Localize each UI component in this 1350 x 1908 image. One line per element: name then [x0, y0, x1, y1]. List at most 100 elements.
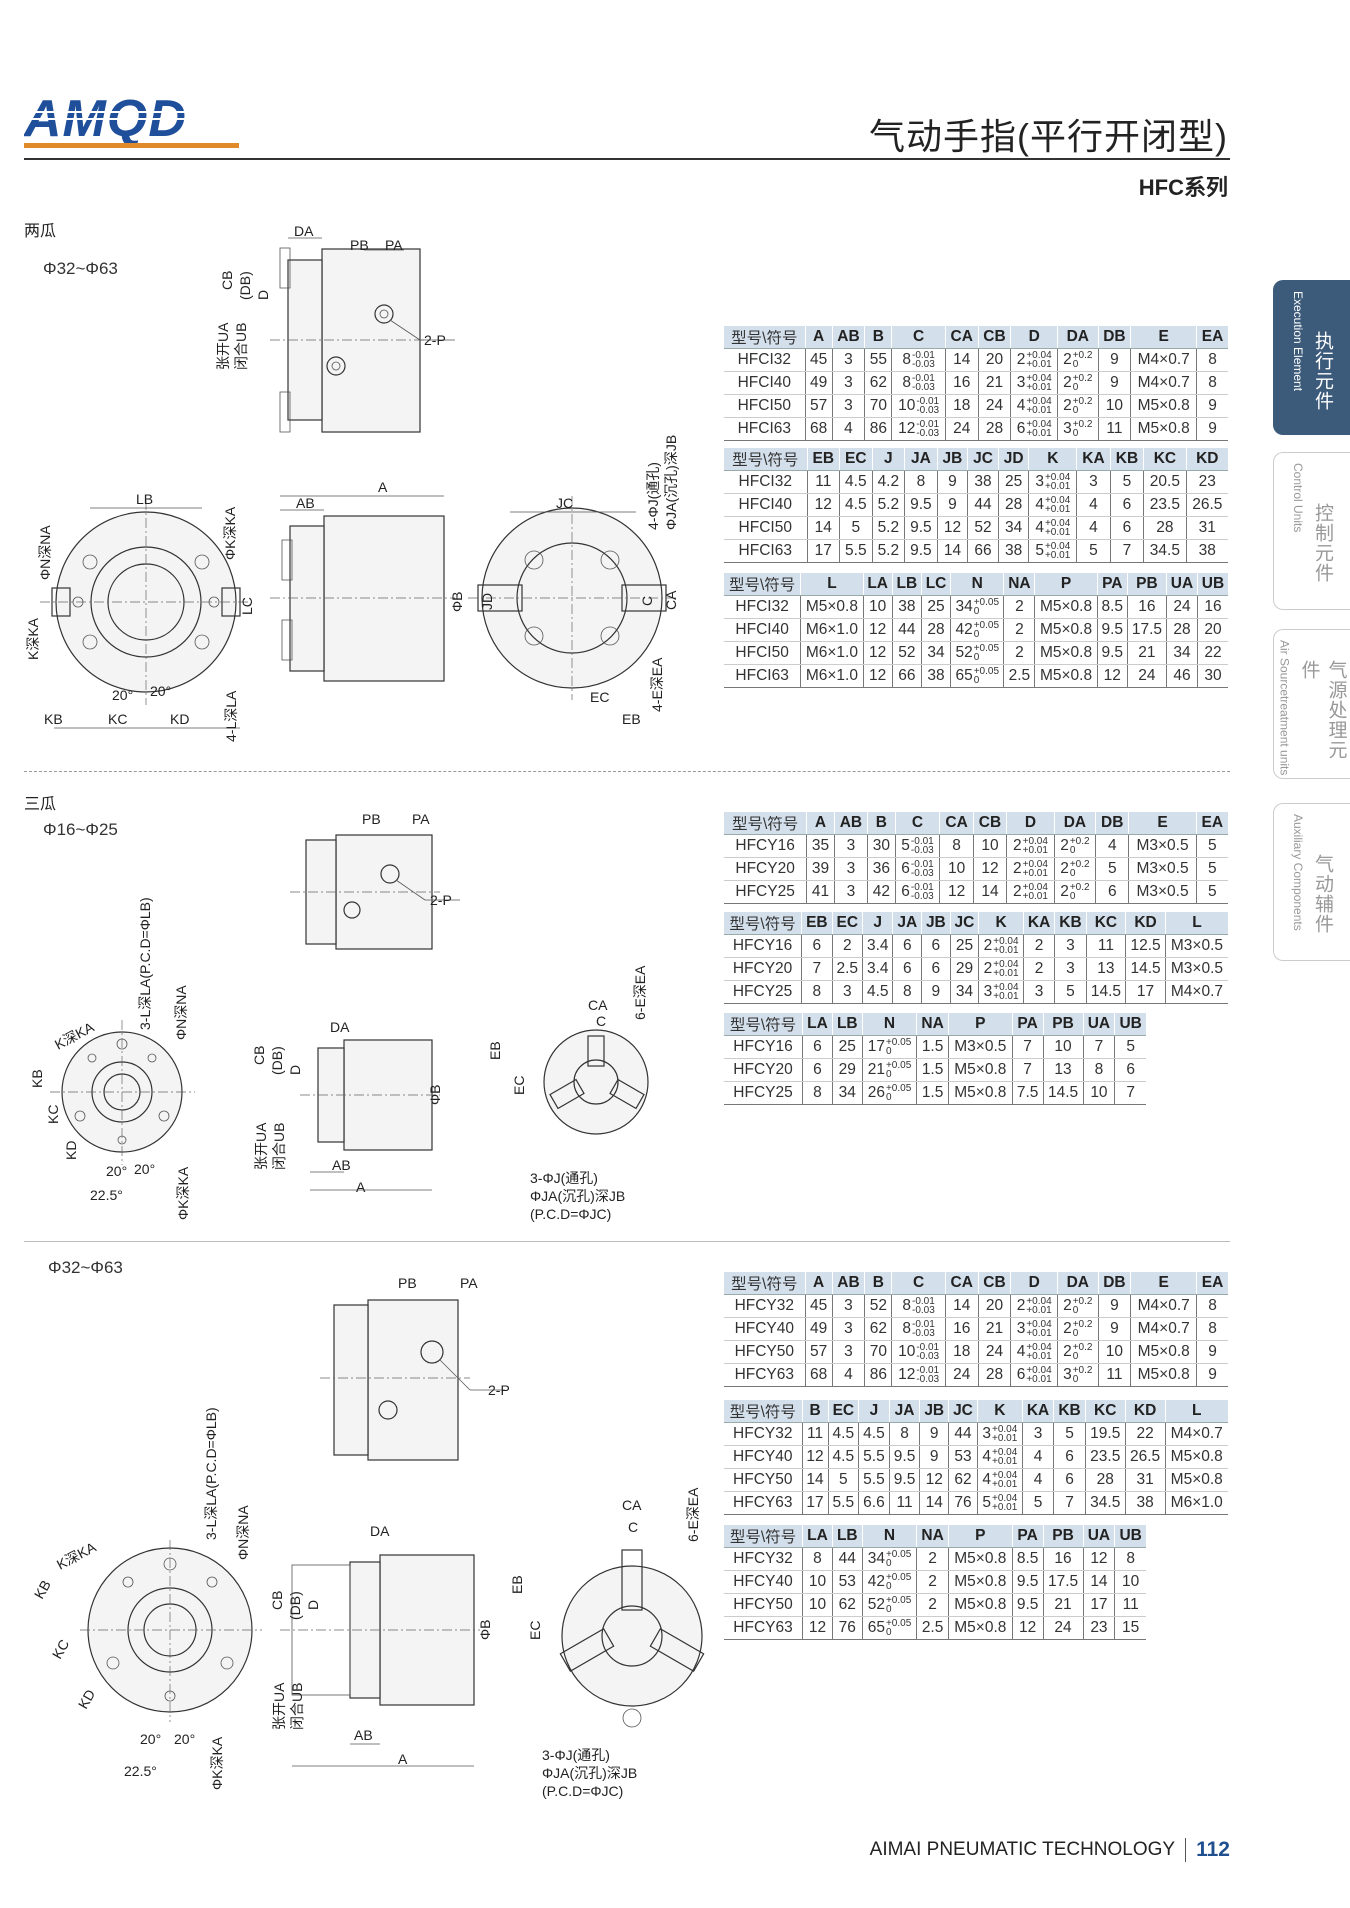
value-cell: 5 — [839, 516, 873, 540]
nominal-value: 4 — [1016, 397, 1026, 415]
value-cell: 9.5 — [1011, 1570, 1044, 1594]
side-tab-air-source-treatment[interactable]: Air Sourcetreatment units 气源处理元件 — [1273, 629, 1350, 779]
column-header: KB — [1109, 448, 1144, 471]
column-header: B — [864, 326, 892, 349]
value-cell: 3+0.04+0.01 — [976, 1422, 1023, 1446]
value-cell: 4 — [831, 417, 865, 441]
value-cell: 12-0.01-0.03 — [891, 1363, 946, 1387]
column-header: KD — [1124, 1400, 1165, 1423]
value-cell: 8-0.01-0.03 — [891, 1294, 946, 1318]
lower-tolerance: -0.03 — [912, 381, 935, 393]
tolerance: +0.04+0.01 — [993, 936, 1018, 955]
value-cell: 5 — [1054, 980, 1087, 1004]
model-cell: HFCY32 — [724, 1547, 803, 1571]
value-cell: 11 — [1114, 1593, 1146, 1617]
tolerance: +0.04+0.01 — [1045, 541, 1070, 560]
value-cell: 10 — [1097, 1340, 1131, 1364]
nominal-value: 2 — [1063, 1297, 1072, 1315]
value-cell: 7 — [1082, 1035, 1115, 1059]
value-cell: 1.5 — [916, 1081, 949, 1105]
nominal-value: 3 — [1016, 374, 1026, 392]
value-cell: 34 — [920, 641, 951, 665]
dimension-label: 4-ΦJ(通孔) — [645, 462, 661, 530]
column-header: LA — [802, 1525, 833, 1548]
dimension-label: (P.C.D=ΦJC) — [530, 1206, 611, 1222]
tolerance: +0.04+0.01 — [1026, 350, 1051, 369]
column-header: C — [894, 812, 940, 835]
value-cell: 31 — [1124, 1468, 1165, 1492]
three-jaw-small-side-view: DA CB (DB) D 张开UA 闭合UB AB A ΦB — [251, 1019, 443, 1195]
dimension-label: 2-P — [488, 1382, 510, 1398]
lower-tolerance: -0.03 — [916, 1373, 940, 1385]
lower-tolerance: +0.01 — [1022, 844, 1048, 856]
lower-tolerance: +0.01 — [1022, 890, 1048, 902]
value-cell: 2 — [916, 1593, 949, 1617]
value-cell: 41 — [806, 880, 835, 904]
upper-tolerance: +0.05 — [973, 596, 1000, 608]
value-cell: 13 — [1085, 957, 1126, 981]
value-cell: 28 — [977, 1363, 1011, 1387]
nominal-value: 6 — [1016, 420, 1026, 438]
value-cell: 45 — [804, 348, 833, 372]
dimension-label: EC — [511, 1076, 527, 1095]
value-cell: 53 — [831, 1570, 863, 1594]
upper-tolerance: +0.04 — [993, 981, 1019, 993]
value-cell: 38 — [1124, 1491, 1165, 1515]
column-header: PA — [1011, 1013, 1044, 1036]
model-cell: HFCY25 — [724, 880, 807, 904]
value-cell: 8-0.01-0.03 — [891, 348, 946, 372]
value-cell: 10 — [939, 857, 974, 881]
model-cell: HFCY32 — [724, 1294, 806, 1318]
value-cell: 11 — [1085, 934, 1126, 958]
value-cell: 7 — [1053, 1491, 1086, 1515]
nominal-value: 5 — [1035, 542, 1044, 560]
model-cell: HFCY20 — [724, 957, 802, 981]
dimension-label: C — [639, 596, 655, 606]
value-cell: 8 — [801, 980, 833, 1004]
value-cell: M4×0.7 — [1130, 348, 1197, 372]
column-header: JB — [936, 448, 968, 471]
side-tab-auxiliary-components[interactable]: Auxiliary Components 气动辅件 — [1273, 803, 1350, 961]
section-label-three-jaw: 三瓜 — [24, 796, 57, 813]
value-cell: M5×0.8 — [800, 595, 864, 619]
column-header: 型号\符号 — [724, 812, 807, 835]
value-cell: 62 — [831, 1593, 863, 1617]
lower-tolerance: -0.03 — [912, 1304, 935, 1316]
model-cell: HFCY50 — [724, 1593, 803, 1617]
page-title: 气动手指(平行开闭型) — [869, 116, 1228, 157]
nominal-value: 2 — [1060, 837, 1069, 855]
three-jaw-large-side-view: DA CB (DB) D 张开UA 闭合UB AB A ΦB — [269, 1523, 493, 1767]
side-tab-execution-element[interactable]: Execution Element 执行元件 — [1273, 280, 1350, 435]
value-cell: 44 — [967, 493, 999, 517]
nominal-value: 2 — [983, 937, 993, 955]
value-cell: 9 — [1196, 394, 1228, 418]
value-cell: M5×0.8 — [1130, 417, 1197, 441]
value-cell: 16 — [1042, 1547, 1084, 1571]
side-tab-control-units[interactable]: Control Units 控制元件 — [1273, 452, 1350, 610]
value-cell: 1.5 — [916, 1058, 949, 1082]
dimension-label: ΦN深NA — [37, 525, 53, 580]
lower-tolerance: 0 — [1072, 1373, 1079, 1385]
upper-tolerance: +0.05 — [885, 1548, 912, 1560]
value-cell: 7 — [1011, 1035, 1044, 1059]
column-header: LC — [920, 573, 951, 596]
dimension-label: 20° — [174, 1731, 195, 1747]
value-cell: 3 — [1076, 470, 1111, 494]
value-cell: M4×0.7 — [1130, 1294, 1197, 1318]
